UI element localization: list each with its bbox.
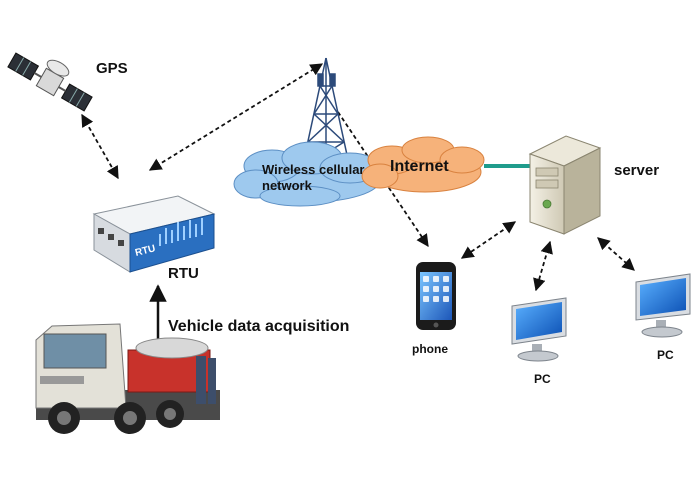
pc-label-2: PC [657,348,674,362]
server-to-phone-link [460,221,517,259]
satellite-icon [7,52,93,112]
monitor-icon-2 [635,273,691,338]
truck-icon [35,323,220,434]
gps-to-rtu-link [81,113,119,180]
rtu-to-tower-link [148,63,324,171]
rtu-device-icon [92,195,216,273]
server-to-pc1-link [533,240,553,292]
smartphone-icon [416,262,456,330]
monitor-icon [511,297,567,362]
server-tower-icon [528,135,602,235]
pc-label-1: PC [534,372,551,386]
server-label: server [614,162,660,179]
server-to-pc2-link [597,237,635,271]
internet-cloud [361,136,485,193]
wireless-network-label: Wireless cellular network [262,162,365,193]
rtu-label: RTU [168,265,199,282]
internet-label: Internet [390,158,449,175]
phone-label: phone [412,342,448,356]
vehicle-data-label: Vehicle data acquisition [168,318,350,335]
rtu-face-label: RTU [134,243,157,259]
gps-label: GPS [96,60,128,77]
